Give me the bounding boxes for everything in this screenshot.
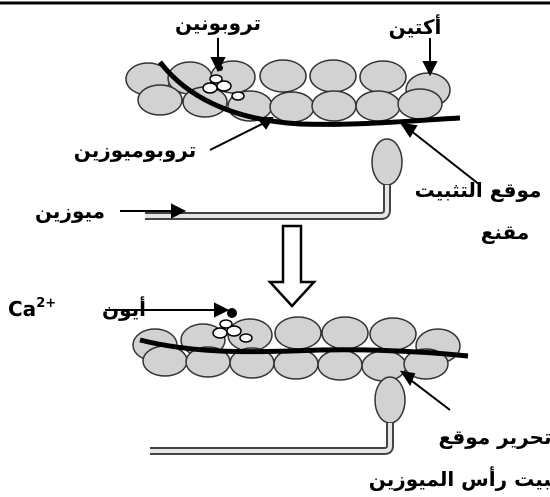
label-release-line1: تحرير موقع bbox=[439, 425, 550, 449]
ca-symbol: Ca bbox=[8, 297, 36, 321]
ca-ion-dot bbox=[227, 308, 237, 318]
label-binding-site-line2: مقنع bbox=[481, 220, 530, 244]
label-tropomyosin: تروبوميوزين bbox=[74, 138, 197, 162]
actin-filament-top bbox=[126, 60, 450, 122]
myosin-bottom bbox=[150, 377, 405, 451]
ca-charge: 2+ bbox=[36, 296, 56, 311]
label-ca-ion-word: أيون bbox=[102, 295, 146, 321]
label-release-line2: تثبيت رأس الميوزين bbox=[369, 465, 550, 491]
transition-arrow bbox=[270, 226, 314, 306]
label-binding-site-line1: موقع التثبيت bbox=[415, 178, 542, 202]
label-ca-ion: Ca2+ bbox=[8, 296, 56, 321]
label-actin: أكتين bbox=[389, 13, 442, 39]
label-myosin: ميوزين bbox=[35, 199, 105, 223]
label-troponin: تروبونين bbox=[175, 11, 261, 35]
